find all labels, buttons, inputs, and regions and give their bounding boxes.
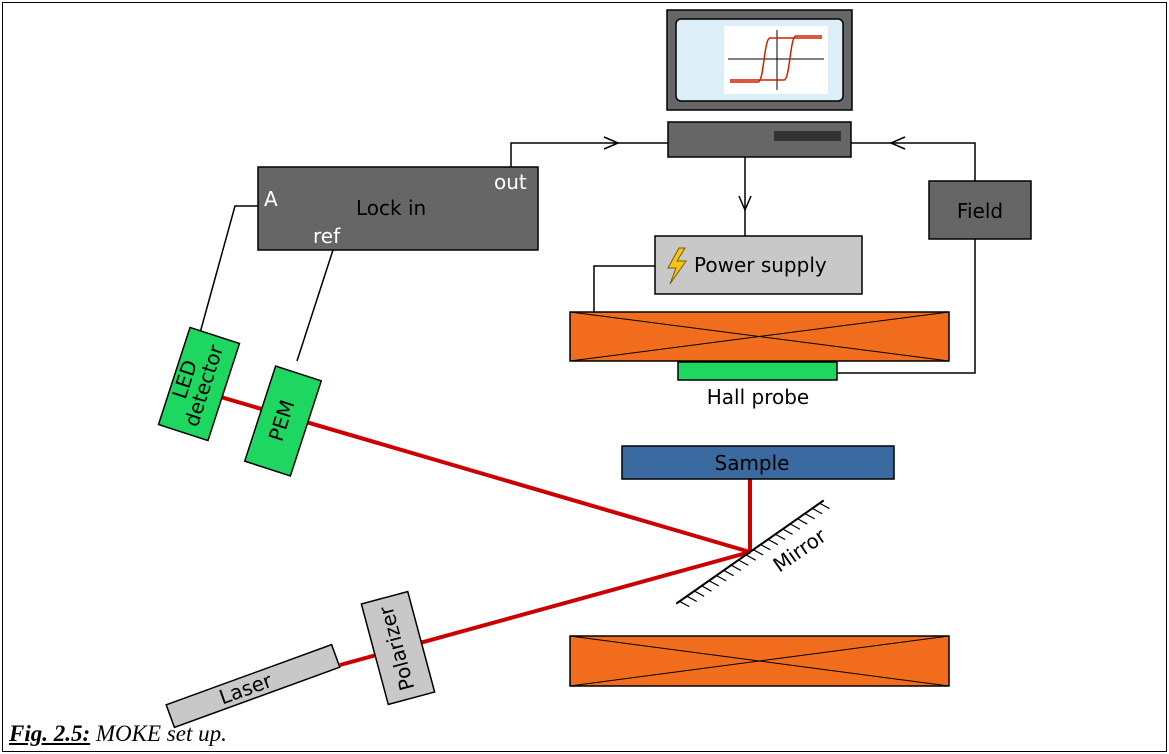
mirror-hatch-mark: [708, 580, 720, 587]
power-supply-label: Power supply: [694, 253, 827, 277]
mirror-hatch-mark: [819, 502, 830, 510]
mirror-hatch-mark: [797, 518, 808, 525]
pem-modulator: PEM: [243, 365, 323, 477]
mirror-hatch-mark: [775, 533, 786, 541]
wire-hallprobe-to-field: [837, 239, 976, 374]
arrowhead-into-computer: [603, 136, 620, 150]
mirror-hatch-mark: [701, 585, 712, 592]
hall-probe: Hall probe: [677, 361, 838, 409]
arrowhead-field-into-computer: [889, 136, 906, 150]
laser: Laser: [165, 643, 341, 729]
mirror-hatch-mark: [686, 595, 698, 603]
mirror-hatch-mark: [694, 590, 705, 597]
field-label: Field: [957, 199, 1003, 223]
figure-caption-text: MOKE set up.: [95, 721, 227, 746]
magnet-pole-top: [569, 311, 950, 362]
computer-unit-icon: [667, 121, 852, 158]
mirror-hatch-mark: [811, 507, 823, 515]
mirror-hatch-mark: [760, 544, 771, 551]
lock-in-out-label: out: [494, 170, 527, 194]
lock-in-input-a-label: A: [264, 187, 278, 211]
mirror: Mirror: [675, 499, 831, 608]
mirror-hatch-mark: [723, 569, 734, 577]
figure-caption: Fig. 2.5: MOKE set up.: [9, 721, 227, 747]
wire-field-to-computer: [851, 142, 976, 181]
magnet-pole-bottom: [569, 635, 950, 687]
lock-in-ref-label: ref: [313, 224, 341, 248]
polarizer: Polarizer: [360, 590, 436, 706]
led-detector: LED detector: [157, 326, 241, 442]
wire-power-supply-to-magnet: [593, 265, 655, 312]
hysteresis-loop-icon: [724, 26, 828, 94]
mirror-hatch-mark: [738, 559, 749, 566]
mirror-label: Mirror: [768, 523, 831, 577]
field-meter: Field: [928, 180, 1032, 240]
mirror-hatch-mark: [752, 549, 764, 556]
power-supply: Power supply: [654, 235, 863, 295]
mirror-hatch-mark: [745, 554, 757, 561]
laser-label: Laser: [216, 668, 276, 709]
sample-label: Sample: [715, 451, 790, 475]
mirror-hatch-mark: [730, 564, 742, 572]
hall-probe-label: Hall probe: [707, 385, 809, 409]
sample: Sample: [621, 445, 895, 480]
mirror-hatch-mark: [789, 523, 801, 530]
wire-pem-to-lockin-ref: [296, 249, 334, 362]
lightning-bolt-icon: [667, 247, 687, 285]
arrowhead-into-power-supply: [738, 195, 752, 212]
mirror-hatch-mark: [767, 538, 779, 546]
signal-wires: [199, 136, 976, 374]
mirror-hatch-mark: [782, 528, 793, 535]
mirror-hatch-mark: [804, 513, 816, 520]
wire-lockin-to-computer: [510, 142, 668, 167]
figure-reference: Fig. 2.5:: [9, 721, 91, 746]
mirror-hatch-mark: [716, 574, 727, 582]
wire-detector-to-lockin: [199, 205, 258, 334]
lock-in-label: Lock in: [356, 196, 426, 220]
mirror-hatch-mark: [679, 600, 690, 608]
computer-monitor-icon: [666, 9, 853, 111]
lock-in-amplifier: Lock in A ref out: [257, 166, 539, 251]
